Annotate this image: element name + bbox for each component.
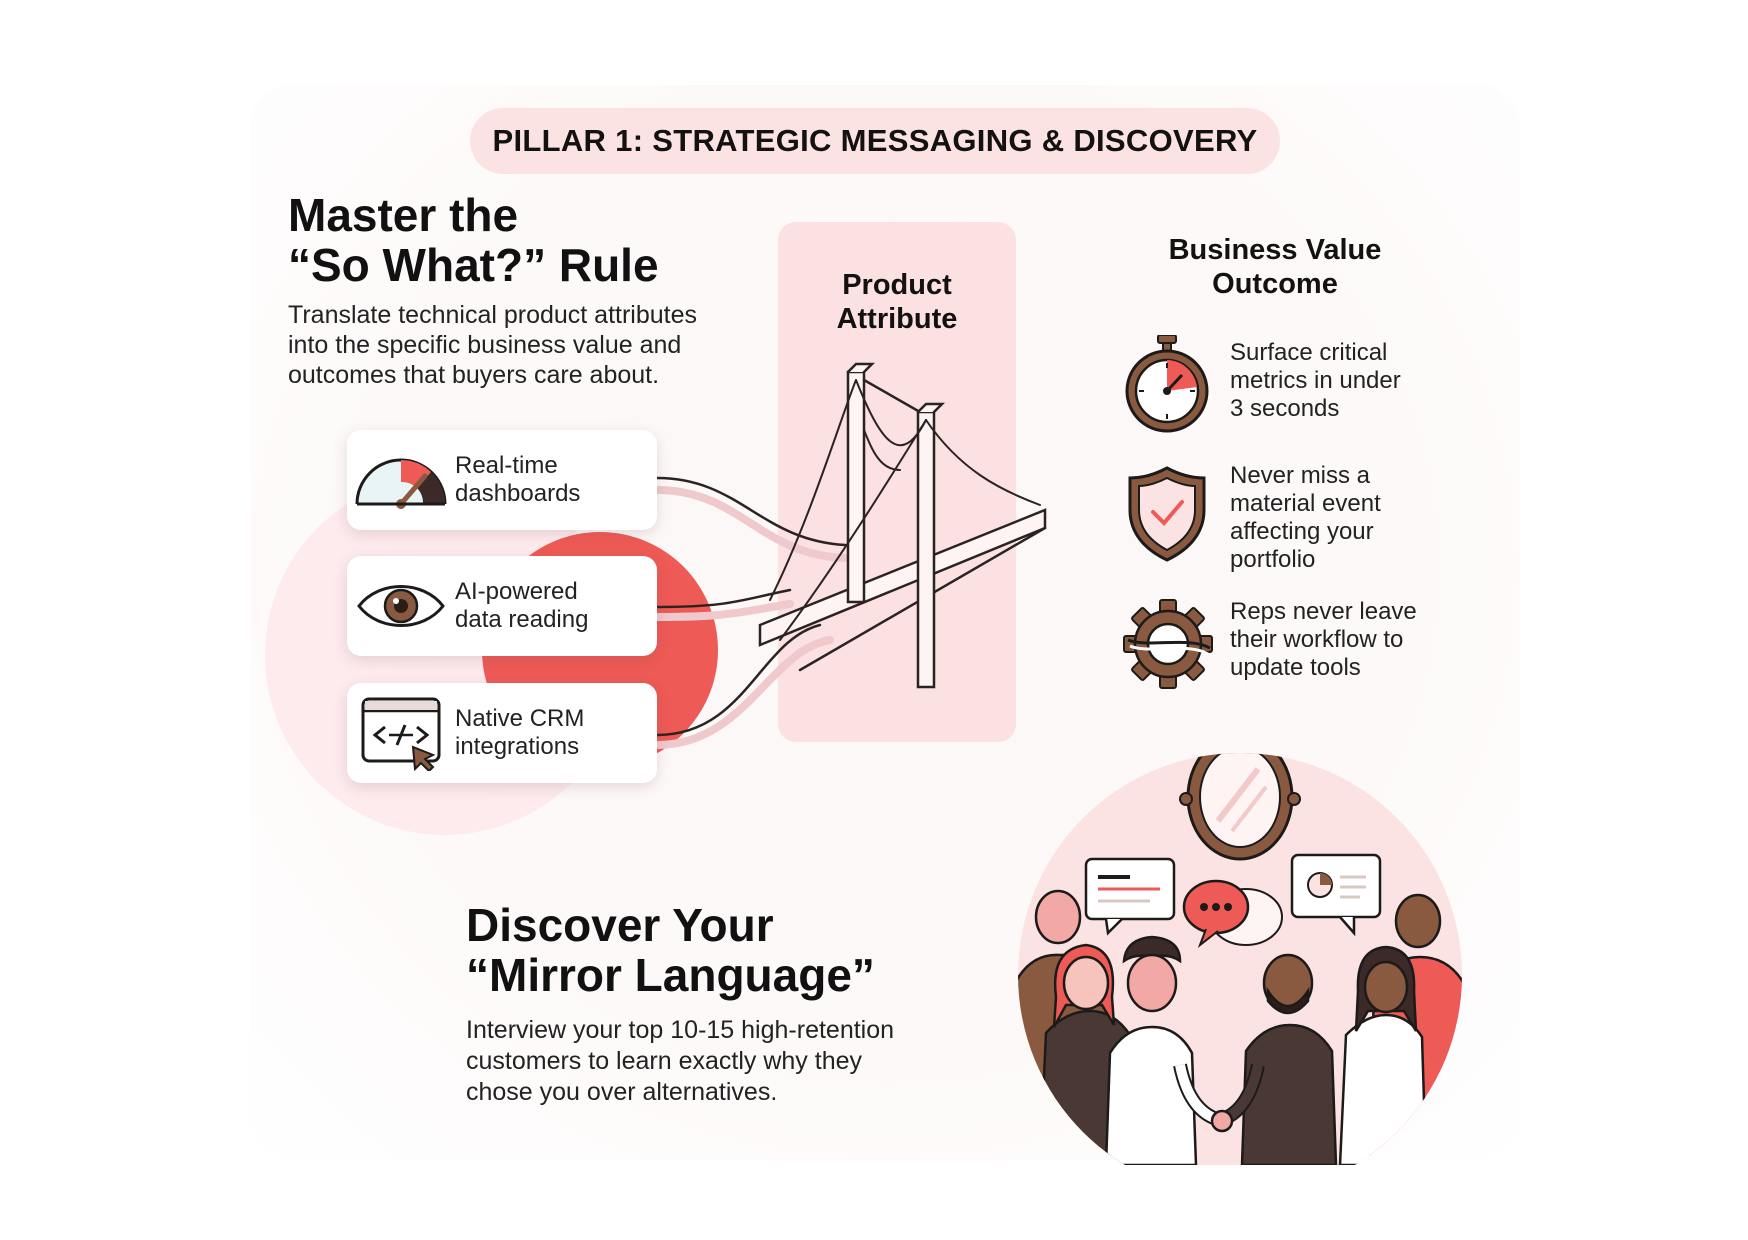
product-attribute-column <box>778 222 1016 742</box>
code-window-icon <box>347 683 455 783</box>
outcome-3-line1: Reps never leave <box>1230 598 1417 625</box>
attribute-1-line2: dashboards <box>455 480 581 507</box>
connector-line-2 <box>655 588 792 609</box>
outcome-text-speed: Surface critical metrics in under 3 seco… <box>1230 339 1450 423</box>
bridge-deck <box>758 508 1047 647</box>
so-what-title-line1: Master the <box>288 189 519 241</box>
bridge-front-tower-cap <box>916 402 946 414</box>
mirror-title-line1: Discover Your <box>466 899 774 951</box>
outcome-1-line2: metrics in under <box>1230 367 1401 394</box>
attribute-1-line1: Real-time <box>455 452 558 479</box>
attribute-label-dashboards: Real-time dashboards <box>455 452 580 508</box>
bridge-arch <box>863 429 901 471</box>
attribute-card-crm: Native CRM integrations <box>347 683 657 783</box>
speech-bubble-right-icon <box>1290 853 1382 937</box>
attribute-label-ai-reading: AI-powered data reading <box>455 578 588 634</box>
bridge-tower-beam <box>862 378 922 414</box>
attribute-2-line2: data reading <box>455 606 589 633</box>
shield-check-icon <box>1122 464 1212 564</box>
so-what-desc-line3: outcomes that buyers care about. <box>288 361 660 389</box>
speedometer-icon <box>347 430 455 530</box>
stopwatch-icon <box>1122 335 1212 435</box>
connector-line-1 <box>655 476 847 547</box>
person-man-right <box>1210 953 1338 1165</box>
connector-ribbon-3 <box>653 636 834 749</box>
outcome-2-line2: material event <box>1230 490 1381 517</box>
pillar-badge: PILLAR 1: STRATEGIC MESSAGING & DISCOVER… <box>470 108 1280 174</box>
bridge-back-tower <box>846 370 866 604</box>
business-value-heading-line1: Business Value <box>1168 234 1382 266</box>
attribute-card-ai-reading: AI-powered data reading <box>347 556 657 656</box>
outcome-1-line3: 3 seconds <box>1230 395 1340 422</box>
outcome-2-line1: Never miss a <box>1230 462 1371 489</box>
product-attribute-heading-line1: Product <box>842 269 952 301</box>
chat-dots-icon <box>1182 879 1283 948</box>
attribute-2-line1: AI-powered <box>455 578 578 605</box>
mirror-desc-line3: chose you over alternatives. <box>466 1078 778 1106</box>
mirror-desc-line2: customers to learn exactly why they <box>466 1047 862 1075</box>
eye-icon <box>347 556 455 656</box>
mirror-icon <box>1179 753 1301 861</box>
customer-conversation-illustration <box>1018 753 1462 1165</box>
speech-bubble-left-icon <box>1084 857 1176 936</box>
so-what-description: Translate technical product attributes i… <box>288 300 697 390</box>
attribute-3-line2: integrations <box>455 733 580 760</box>
pillar-label: PILLAR 1: STRATEGIC MESSAGING & DISCOVER… <box>492 123 1258 158</box>
mirror-title-line2: “Mirror Language” <box>466 949 875 1001</box>
attribute-card-dashboards: Real-time dashboards <box>347 430 657 530</box>
outcome-3-line2: their workflow to <box>1230 626 1404 653</box>
bridge-back-tower-cap <box>846 362 876 374</box>
so-what-desc-line2: into the specific business value and <box>288 331 682 359</box>
attribute-3-line1: Native CRM <box>455 705 585 732</box>
product-attribute-heading: Product Attribute <box>778 268 1016 336</box>
so-what-desc-line1: Translate technical product attributes <box>288 301 698 329</box>
mirror-description: Interview your top 10-15 high-retention … <box>466 1015 894 1108</box>
bridge-cable-1 <box>769 379 857 601</box>
so-what-title-line2: “So What?” Rule <box>288 239 659 291</box>
outcome-3-line3: update tools <box>1230 654 1361 681</box>
mirror-title: Discover Your “Mirror Language” <box>466 900 875 1000</box>
outcome-2-line3: affecting your <box>1230 518 1374 545</box>
connector-line-3 <box>655 623 822 737</box>
outcome-2-line4: portfolio <box>1230 546 1316 573</box>
mirror-desc-line1: Interview your top 10-15 high-retention <box>466 1016 895 1044</box>
connector-ribbon-1 <box>653 486 849 562</box>
product-attribute-heading-line2: Attribute <box>836 303 958 335</box>
gear-icon <box>1122 598 1213 698</box>
business-value-heading-line2: Outcome <box>1212 268 1338 300</box>
connector-ribbon-2 <box>653 600 794 621</box>
so-what-title: Master the “So What?” Rule <box>288 190 659 290</box>
bridge-cable-4 <box>925 419 1041 506</box>
bridge-front-tower <box>916 410 936 689</box>
outcome-text-workflow: Reps never leave their workflow to updat… <box>1230 598 1450 682</box>
outcome-1-line1: Surface critical <box>1230 339 1388 366</box>
attribute-label-crm: Native CRM integrations <box>455 705 584 761</box>
outcome-text-events: Never miss a material event affecting yo… <box>1230 462 1450 574</box>
business-value-heading: Business Value Outcome <box>1150 233 1400 301</box>
bridge-cable-3 <box>779 419 927 641</box>
